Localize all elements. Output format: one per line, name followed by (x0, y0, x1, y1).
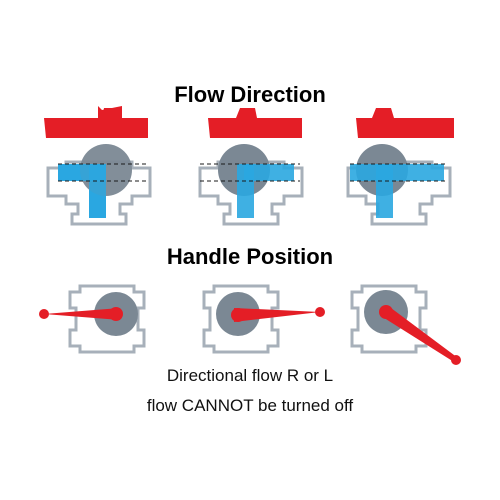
handle-top-bar (44, 108, 148, 138)
caption-line-2: flow CANNOT be turned off (146, 396, 354, 415)
handle-position-heading: Handle Position (166, 244, 334, 269)
flow-valve-2 (198, 108, 304, 226)
flow-valve-3 (346, 108, 454, 226)
lever-knob (39, 309, 49, 319)
flow-valve-1 (44, 106, 152, 226)
handle-top-bar (356, 108, 454, 138)
caption-line-1: Directional flow R or L (166, 366, 334, 385)
lever-knob (315, 307, 325, 317)
handle-valve-2 (202, 284, 325, 354)
handle-top-bar (208, 108, 302, 138)
handle-valve-1 (39, 284, 146, 354)
flow-direction-heading: Flow Direction (174, 82, 326, 107)
handle-valve-3 (350, 284, 461, 365)
lever-knob (451, 355, 461, 365)
handle-lever (44, 106, 122, 118)
